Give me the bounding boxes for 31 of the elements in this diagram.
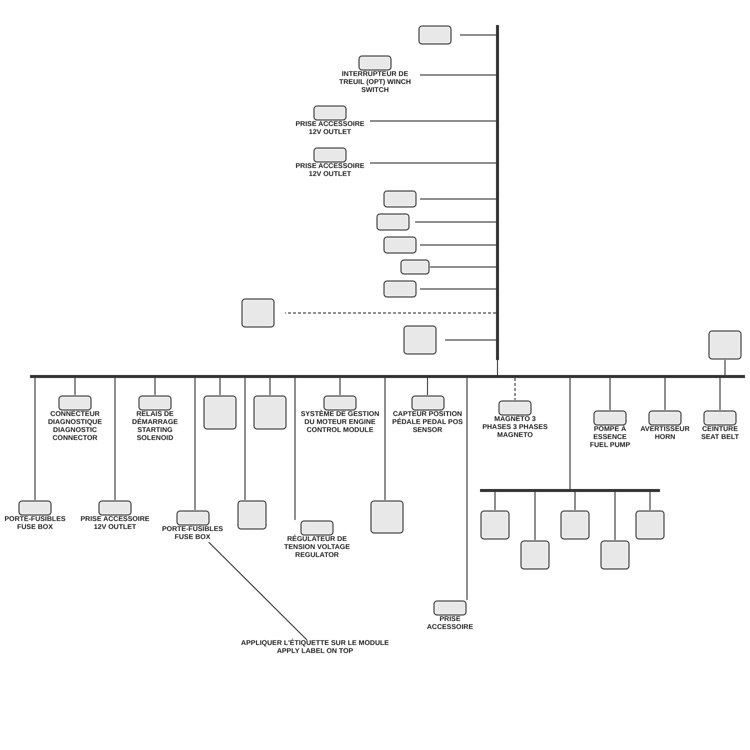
wire (370, 162, 496, 164)
wire (614, 492, 616, 540)
wire (427, 378, 428, 396)
wire (294, 378, 296, 520)
wire (34, 378, 36, 500)
wire (460, 34, 496, 36)
wire (284, 312, 496, 314)
leader-line (208, 542, 308, 640)
wire (194, 378, 196, 510)
wire (244, 378, 246, 500)
wire (724, 360, 726, 376)
wire (384, 378, 386, 500)
wire (534, 492, 536, 540)
wire (154, 378, 156, 396)
wire (74, 378, 76, 396)
wire (420, 288, 496, 290)
wire (664, 378, 666, 410)
wire (430, 266, 496, 268)
wiring-harness (480, 489, 660, 492)
wire (494, 492, 496, 510)
wire (514, 378, 516, 400)
wire (420, 74, 496, 76)
wire (574, 492, 576, 510)
wire (420, 244, 496, 246)
wire (466, 378, 468, 600)
wire (370, 120, 496, 122)
wiring-harness (496, 25, 499, 360)
wiring-harness (30, 375, 745, 378)
wire (114, 378, 116, 500)
wire (497, 360, 498, 376)
wire (420, 198, 496, 200)
